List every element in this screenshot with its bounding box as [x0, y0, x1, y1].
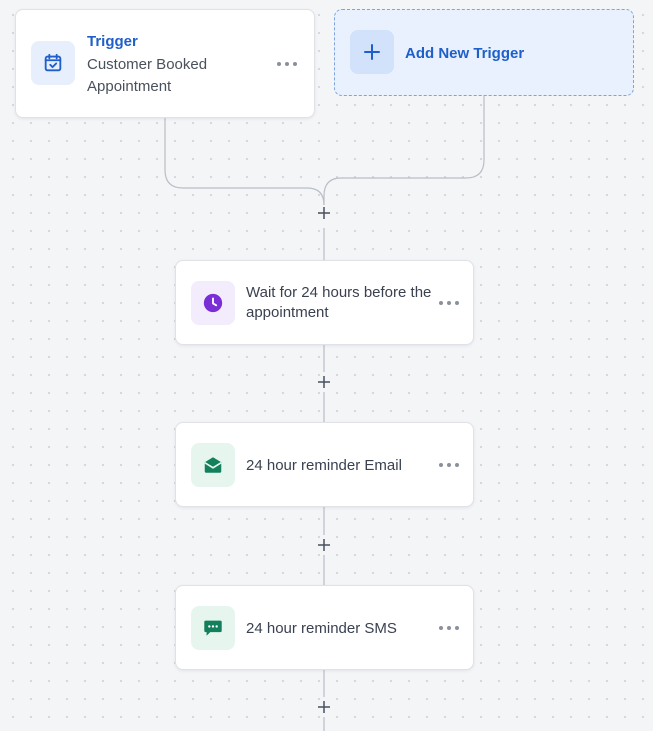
wait-step-label: Wait for 24 hours before the appointment	[246, 284, 432, 321]
email-icon	[191, 443, 235, 487]
add-step-plus-icon[interactable]	[314, 535, 334, 555]
clock-icon	[191, 281, 235, 325]
trigger-more-icon[interactable]	[275, 56, 299, 72]
trigger-title: Trigger	[87, 33, 138, 50]
add-new-trigger-button[interactable]: Add New Trigger	[334, 9, 634, 96]
email-step-card[interactable]: 24 hour reminder Email	[175, 422, 474, 507]
calendar-check-icon	[31, 41, 75, 85]
trigger-subtitle: Customer Booked Appointment	[87, 56, 208, 95]
sms-step-more-icon[interactable]	[437, 620, 461, 636]
sms-step-card[interactable]: 24 hour reminder SMS	[175, 585, 474, 670]
email-step-label: 24 hour reminder Email	[246, 457, 402, 474]
trigger-card[interactable]: Trigger Customer Booked Appointment	[15, 9, 315, 118]
plus-icon	[350, 30, 394, 74]
sms-icon	[191, 606, 235, 650]
add-step-plus-icon[interactable]	[314, 697, 334, 717]
add-step-plus-icon[interactable]	[314, 203, 334, 223]
add-new-trigger-label: Add New Trigger	[405, 45, 525, 62]
sms-step-label: 24 hour reminder SMS	[246, 620, 397, 637]
wait-step-more-icon[interactable]	[437, 295, 461, 311]
add-step-plus-icon[interactable]	[314, 372, 334, 392]
email-step-more-icon[interactable]	[437, 457, 461, 473]
wait-step-card[interactable]: Wait for 24 hours before the appointment	[175, 260, 474, 345]
